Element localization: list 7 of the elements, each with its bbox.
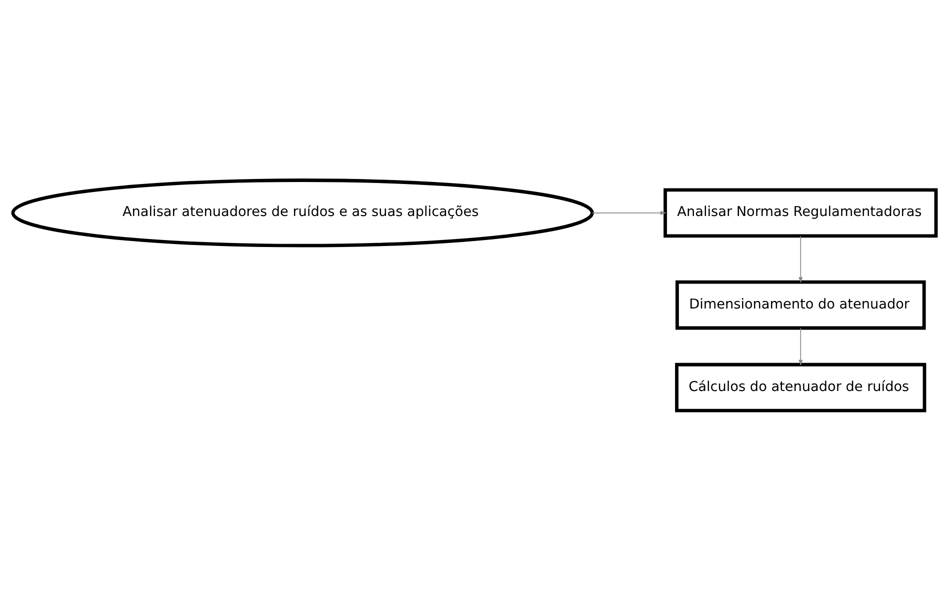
- node-box: Dimensionamento do atenuador: [675, 280, 926, 330]
- arrow: [798, 235, 803, 283]
- node-ellipse: Analisar atenuadores de ruídos e as suas aplicações: [11, 178, 594, 247]
- arrow: [592, 210, 666, 214]
- arrow: [798, 327, 803, 366]
- node-box: Analisar Normas Regulamentadoras: [664, 188, 938, 238]
- node-box: Cálculos do atenuador de ruídos: [675, 362, 926, 412]
